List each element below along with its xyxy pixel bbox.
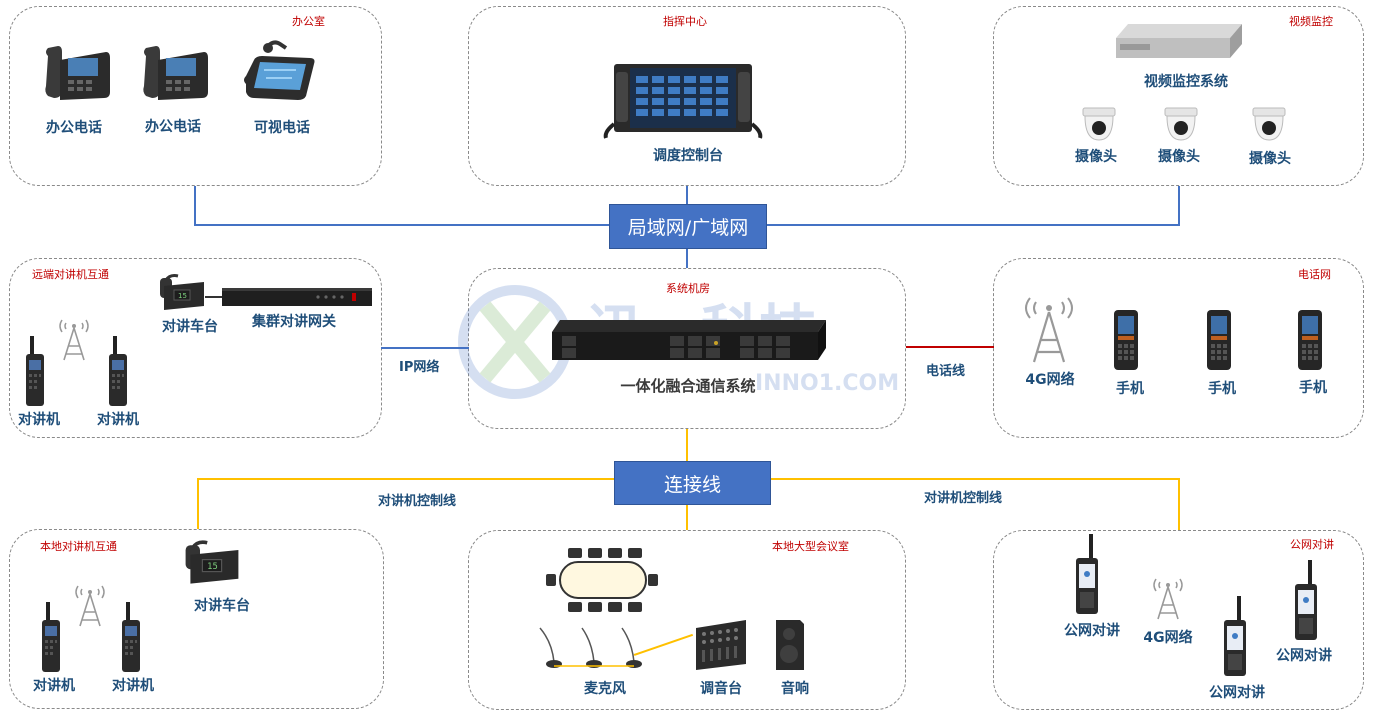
- gooseneck-mic-icon: [539, 627, 642, 668]
- zone-video: [993, 6, 1364, 186]
- camera-label-1: 摄像头: [1075, 149, 1117, 165]
- gateway-icon: [222, 288, 372, 306]
- fusion-server-icon: [552, 320, 826, 360]
- line-gold-right-down: [1178, 478, 1180, 530]
- vehicle-radio-icon: 15: [185, 540, 239, 584]
- poc-radio-icon: [1295, 560, 1317, 640]
- zone-title-video: 视频监控: [1289, 15, 1333, 28]
- line-phone-top: [906, 346, 994, 348]
- office-phone-label-2: 办公电话: [145, 119, 201, 135]
- remote-vehicle-radio-label: 对讲车台: [162, 319, 218, 335]
- conference-table-icon: [546, 548, 658, 612]
- mobile-phone-label-2: 手机: [1208, 381, 1236, 397]
- line-room-to-connector: [686, 428, 688, 462]
- link-label-ip: IP网络: [399, 360, 440, 375]
- vehicle-radio-icon: 15: [160, 274, 204, 310]
- poc-radio-label-3: 公网对讲: [1276, 648, 1332, 664]
- nvr-server-icon: [1116, 24, 1242, 58]
- signal-tower-icon: [1025, 297, 1073, 363]
- dispatch-console-label: 调度控制台: [653, 148, 723, 164]
- speaker-label: 音响: [781, 681, 809, 697]
- zone-title-command: 指挥中心: [663, 15, 707, 28]
- line-video-down: [1178, 185, 1180, 225]
- desk-phone-icon: [45, 46, 110, 100]
- mobile-phone-label-3: 手机: [1299, 380, 1327, 396]
- link-label-phone: 电话线: [926, 364, 966, 379]
- remote-radio-label-2: 对讲机: [97, 412, 139, 428]
- line-network-to-room: [686, 247, 688, 269]
- signal-tower-icon: [59, 319, 89, 361]
- zone-title-meeting: 本地大型会议室: [772, 540, 849, 553]
- zone-title-phone-net: 电话网: [1298, 268, 1331, 281]
- speaker-icon: [776, 620, 804, 670]
- mobile-phone-label-1: 手机: [1116, 381, 1144, 397]
- handheld-radio-icon: [42, 602, 60, 672]
- mixer-label: 调音台: [700, 681, 742, 697]
- line-vehicle-to-gateway: [205, 296, 223, 298]
- video-system-label: 视频监控系统: [1144, 74, 1228, 90]
- signal-tower-icon: [1153, 578, 1183, 620]
- fusion-system-label: 一体化融合通信系统: [620, 377, 756, 395]
- poc-radio-icon: [1224, 596, 1246, 676]
- connector-hub: 连接线: [614, 461, 771, 505]
- video-phone-icon: [244, 40, 315, 100]
- zone-title-remote: 远端对讲机互通: [32, 268, 109, 281]
- local-vehicle-radio-label: 对讲车台: [194, 598, 250, 614]
- link-label-radio-ctrl-left: 对讲机控制线: [378, 494, 457, 509]
- rugged-phone-icon: [1114, 310, 1138, 370]
- poc-radio-label-1: 公网对讲: [1064, 623, 1120, 639]
- local-radio-label-1: 对讲机: [33, 678, 75, 694]
- remote-radio-label-1: 对讲机: [18, 412, 60, 428]
- handheld-radio-icon: [26, 336, 44, 406]
- phone-net-4g-label: 4G网络: [1025, 372, 1075, 388]
- gateway-label: 集群对讲网关: [252, 314, 336, 330]
- public-4g-label: 4G网络: [1143, 630, 1193, 646]
- line-command-down: [686, 185, 688, 205]
- network-hub: 局域网/广域网: [609, 204, 767, 249]
- line-gold-left: [197, 478, 615, 480]
- dome-camera-icon: [1252, 107, 1286, 141]
- local-radio-label-2: 对讲机: [112, 678, 154, 694]
- zone-title-public: 公网对讲: [1290, 538, 1334, 551]
- poc-radio-label-2: 公网对讲: [1209, 685, 1265, 701]
- line-ip-network-top: [381, 347, 469, 349]
- desk-phone-icon: [143, 46, 208, 100]
- zone-title-office: 办公室: [292, 15, 325, 28]
- office-phone-label-1: 办公电话: [46, 120, 102, 136]
- handheld-radio-icon: [122, 602, 140, 672]
- line-gold-left-down: [197, 478, 199, 530]
- dispatch-console-icon: [603, 64, 763, 139]
- link-label-radio-ctrl-right: 对讲机控制线: [924, 491, 1003, 506]
- rugged-phone-icon: [1298, 310, 1322, 370]
- handheld-radio-icon: [109, 336, 127, 406]
- rugged-phone-icon: [1207, 310, 1231, 370]
- poc-radio-icon: [1076, 534, 1098, 614]
- zone-meeting: [468, 530, 906, 710]
- zone-title-machine-room: 系统机房: [666, 282, 710, 295]
- mic-label: 麦克风: [584, 681, 626, 697]
- signal-tower-icon: [75, 585, 105, 627]
- camera-label-3: 摄像头: [1249, 151, 1291, 167]
- line-gold-right: [770, 478, 1180, 480]
- audio-mixer-icon: [696, 620, 746, 670]
- svg-text:15: 15: [178, 292, 187, 300]
- zone-title-local: 本地对讲机互通: [40, 540, 117, 553]
- dome-camera-icon: [1082, 107, 1116, 141]
- line-office-down: [194, 185, 196, 225]
- video-phone-label: 可视电话: [254, 120, 310, 136]
- camera-label-2: 摄像头: [1158, 149, 1200, 165]
- svg-text:15: 15: [207, 561, 218, 571]
- dome-camera-icon: [1164, 107, 1198, 141]
- line-connector-to-meeting: [686, 503, 688, 531]
